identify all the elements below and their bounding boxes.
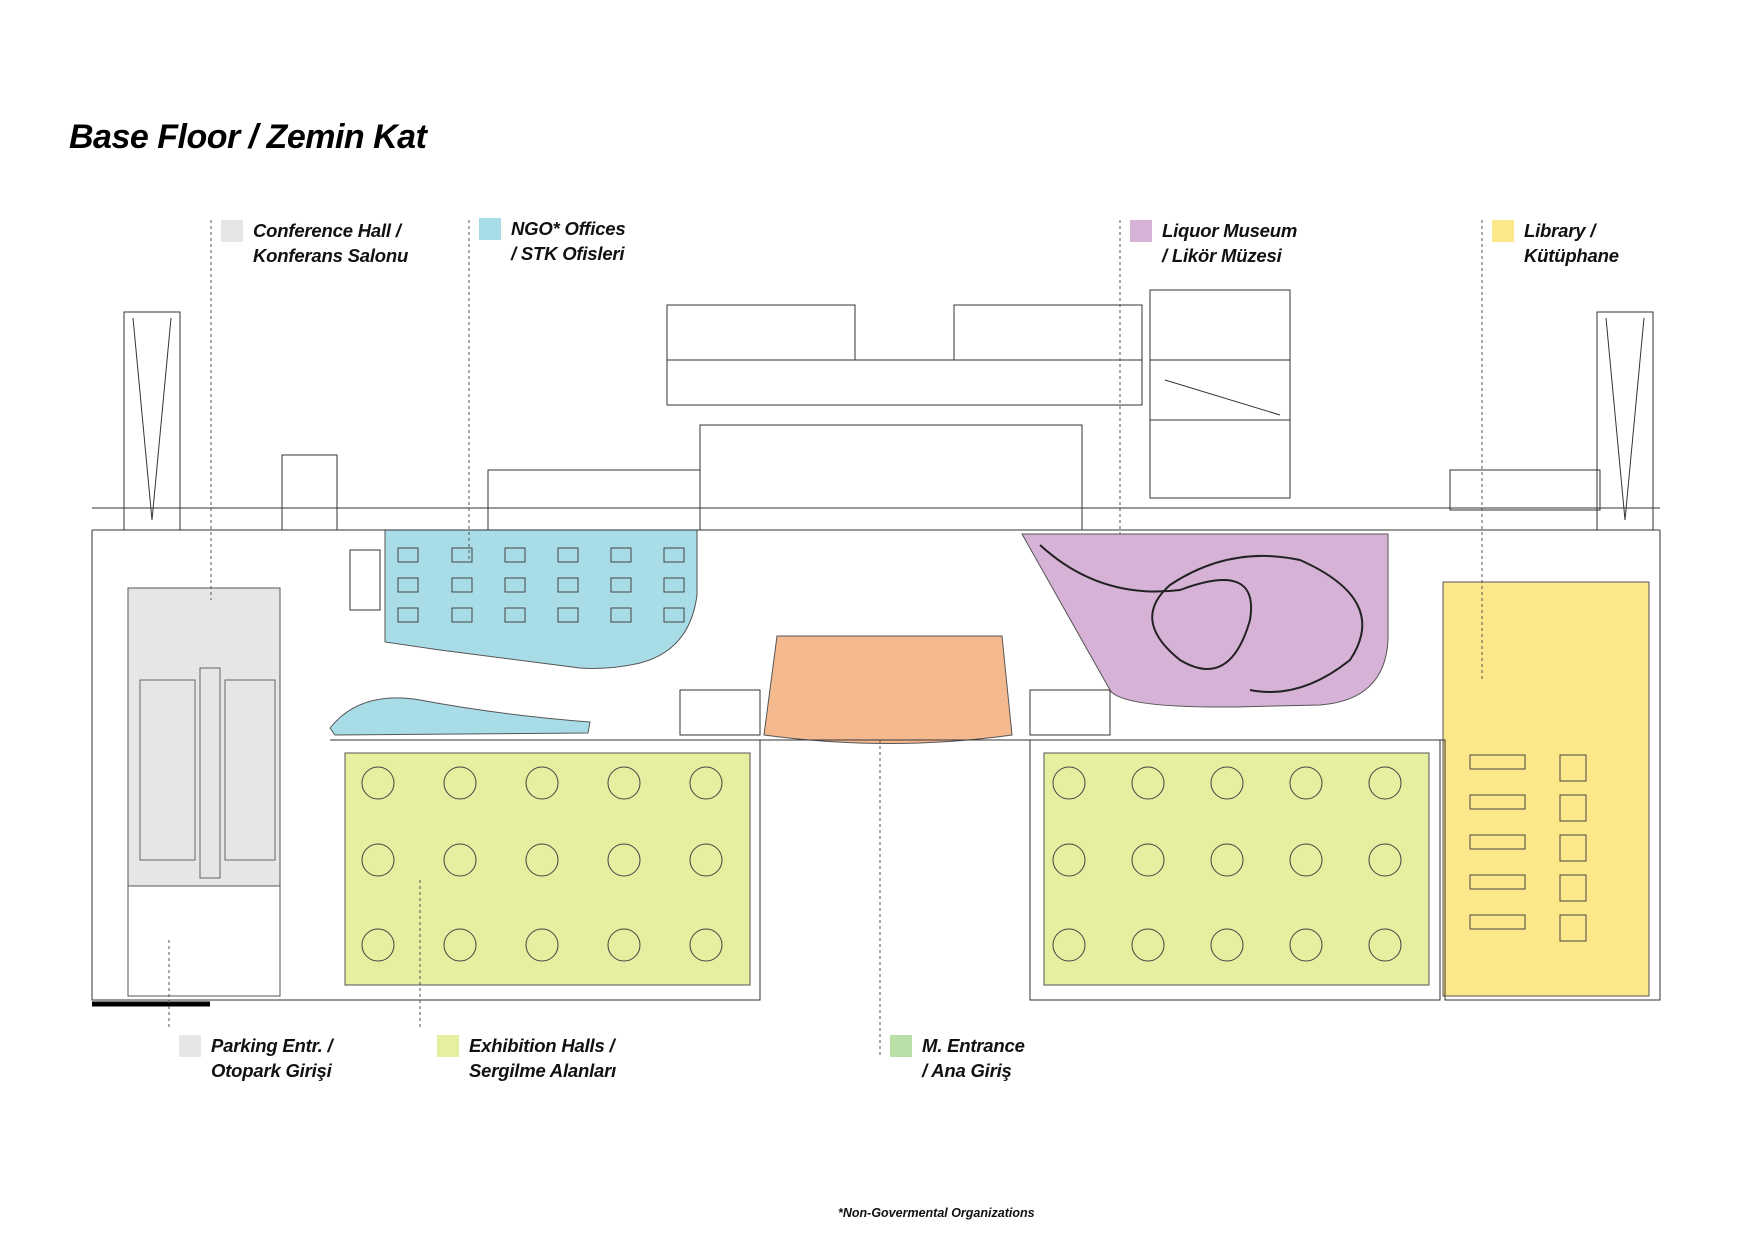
zone-ngo-offices: [384, 529, 698, 669]
legend-swatch-parking: [179, 1035, 201, 1057]
legend-swatch-exhibition: [437, 1035, 459, 1057]
legend-label: NGO* Offices / STK Ofisleri: [511, 216, 626, 266]
conference-seating: [139, 667, 276, 879]
right-tower-ramp: [1605, 317, 1645, 521]
legend-label-line: Library /: [1524, 220, 1596, 241]
building-outline: [91, 530, 1661, 1001]
zone-exhibition-left: [344, 752, 751, 986]
legend-swatch-liquor: [1130, 220, 1152, 242]
north-core: [666, 359, 1143, 406]
legend-label-line: Kütüphane: [1524, 245, 1619, 266]
left-tower-ramp: [132, 317, 172, 521]
legend-label-line: / Likör Müzesi: [1162, 245, 1282, 266]
central-service: [699, 424, 1083, 531]
legend-exhibition-halls: Exhibition Halls / Sergilme Alanları: [437, 1033, 616, 1083]
legend-swatch-library: [1492, 220, 1514, 242]
zone-exhibition-right: [1043, 752, 1430, 986]
legend-label: Library / Kütüphane: [1524, 218, 1619, 268]
east-vertical-strip: [1449, 469, 1601, 511]
legend-conference-hall: Conference Hall / Konferans Salonu: [221, 218, 408, 268]
legend-label: Conference Hall / Konferans Salonu: [253, 218, 408, 268]
stair-ngo-west: [349, 549, 381, 611]
legend-label-line: Otopark Girişi: [211, 1060, 332, 1081]
north-block-right: [953, 304, 1143, 361]
ngo-desks: [397, 547, 685, 623]
annex-diagonal: [1164, 379, 1281, 416]
liquor-museum-wall: [1039, 544, 1364, 693]
legend-label-line: Konferans Salonu: [253, 245, 409, 266]
legend-ngo-offices: NGO* Offices / STK Ofisleri: [479, 216, 626, 266]
legend-swatch-ngo: [479, 218, 501, 240]
legend-label: Exhibition Halls / Sergilme Alanları: [469, 1033, 616, 1083]
legend-label-line: Liquor Museum: [1162, 220, 1298, 241]
zone-library: [1442, 581, 1650, 997]
legend-label-line: Conference Hall /: [253, 220, 401, 241]
zone-pool: [329, 697, 591, 736]
legend-label-line: M. Entrance: [922, 1035, 1025, 1056]
zone-conference-hall: [127, 587, 281, 887]
north-east-annex: [1149, 289, 1291, 499]
legend-liquor-museum: Liquor Museum / Likör Müzesi: [1130, 218, 1297, 268]
zone-main-entrance: [763, 635, 1013, 744]
page-title: Base Floor / Zemin Kat: [69, 118, 427, 156]
library-tables: [1469, 754, 1587, 942]
legend-label-line: / Ana Giriş: [922, 1060, 1012, 1081]
legend-label-line: NGO* Offices: [511, 218, 626, 239]
columns-exhibition-right: [1052, 766, 1402, 962]
north-block-left: [666, 304, 856, 361]
footnote: *Non-Govermental Organizations: [838, 1206, 1035, 1220]
legend-library: Library / Kütüphane: [1492, 218, 1619, 268]
legend-main-entrance: M. Entrance / Ana Giriş: [890, 1033, 1025, 1083]
north-west-annex: [487, 469, 701, 531]
legend-swatch-entrance: [890, 1035, 912, 1057]
stair-east: [1029, 689, 1111, 736]
legend-label-line: Exhibition Halls /: [469, 1035, 615, 1056]
columns-exhibition-left: [361, 766, 723, 962]
legend-label: M. Entrance / Ana Giriş: [922, 1033, 1025, 1083]
legend-swatch-conference: [221, 220, 243, 242]
legend-label: Liquor Museum / Likör Müzesi: [1162, 218, 1297, 268]
legend-parking-entrance: Parking Entr. / Otopark Girişi: [179, 1033, 333, 1083]
legend-label-line: / STK Ofisleri: [511, 243, 625, 264]
leader-lines: [168, 220, 1483, 1055]
left-tower: [123, 311, 181, 531]
stair-west: [679, 689, 761, 736]
legend-label-line: Sergilme Alanları: [469, 1060, 617, 1081]
parking-zone: [127, 885, 281, 997]
right-tower: [1596, 311, 1654, 531]
legend-label-line: Parking Entr. /: [211, 1035, 333, 1056]
legend-label: Parking Entr. / Otopark Girişi: [211, 1033, 333, 1083]
zone-liquor-museum: [1021, 533, 1389, 708]
west-stair-tower: [281, 454, 338, 531]
